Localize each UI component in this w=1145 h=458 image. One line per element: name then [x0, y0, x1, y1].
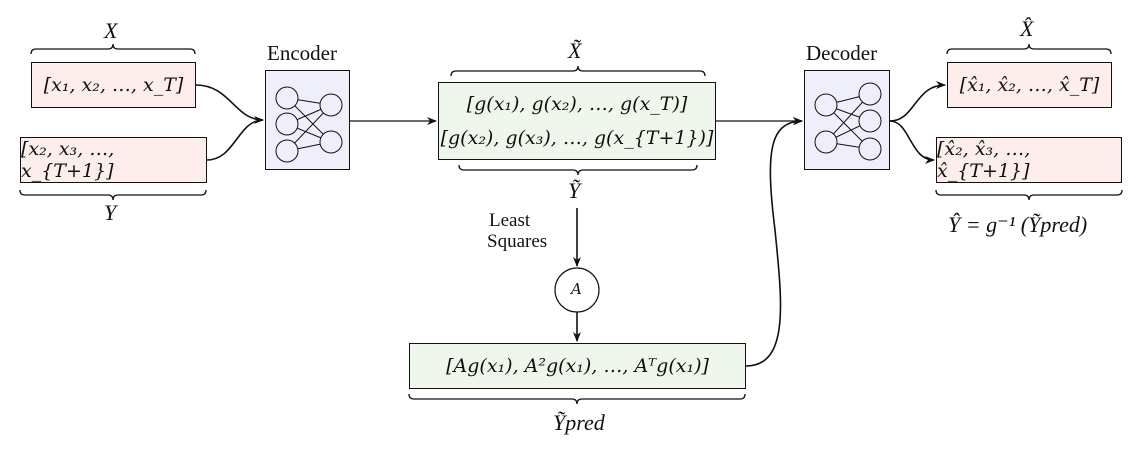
edge-decoder-to-xhat	[889, 81, 946, 122]
encoder-box	[265, 70, 350, 170]
brace-label-ytilde: Ỹ	[568, 178, 581, 203]
least-squares-line-2: Squares	[487, 231, 548, 252]
edge-x-to-encoder	[195, 84, 264, 124]
output-xhat-box: [x̂₁, x̂₂, …, x̂_T]	[947, 62, 1112, 108]
brace-ypred	[408, 393, 746, 405]
latent-line-2: [g(x₂), g(x₃), …, g(x_{T+1})]	[440, 127, 714, 149]
least-squares-line-1: Least	[489, 210, 531, 231]
neural-network-icon	[275, 86, 343, 163]
prediction-box: [Ag(x₁), A²g(x₁), …, Aᵀg(x₁)]	[409, 343, 746, 389]
operator-a-label: A	[571, 280, 582, 298]
output-yhat-box: [x̂₂, x̂₃, …, x̂_{T+1}]	[936, 137, 1122, 183]
operator-a-node	[554, 267, 600, 313]
neural-network-icon	[814, 82, 882, 161]
latent-box: [g(x₁), g(x₂), …, g(x_T)] [g(x₂), g(x₃),…	[438, 82, 716, 160]
encoder-title: Encoder	[267, 41, 337, 65]
brace-label-ypred: Ỹpred	[553, 410, 605, 435]
brace-label-xtilde: X̃	[568, 38, 582, 63]
least-squares-label: Least Squares	[487, 210, 547, 252]
brace-label-xhat: X̂	[1020, 16, 1034, 41]
input-y-text: [x₂, x₃, …, x_{T+1}]	[21, 138, 115, 182]
decoder-title: Decoder	[806, 41, 878, 65]
input-y-box: [x₂, x₃, …, x_{T+1}]	[20, 137, 207, 183]
brace-xtilde	[450, 65, 706, 77]
brace-label-x: X	[104, 18, 118, 43]
output-yhat-text: [x̂₂, x̂₃, …, x̂_{T+1}]	[937, 138, 1031, 182]
edge-y-to-encoder	[206, 119, 264, 161]
input-x-text: [x₁, x₂, …, x_T]	[43, 74, 184, 96]
brace-xhat	[946, 43, 1112, 55]
brace-label-yhat: Ŷ = g⁻¹ (Ỹpred)	[948, 212, 1088, 237]
brace-y	[19, 189, 207, 201]
brace-x	[30, 43, 196, 55]
output-xhat-text: [x̂₁, x̂₂, …, x̂_T]	[959, 74, 1100, 96]
input-x-box: [x₁, x₂, …, x_T]	[31, 62, 196, 108]
latent-line-1: [g(x₁), g(x₂), …, g(x_T)]	[466, 93, 688, 115]
brace-yhat	[935, 189, 1123, 201]
brace-label-y: Y	[104, 200, 117, 225]
decoder-box	[804, 70, 890, 170]
edge-pred-to-decoder	[745, 117, 803, 367]
edge-decoder-to-yhat	[889, 120, 935, 164]
brace-ytilde	[458, 164, 698, 176]
prediction-text: [Ag(x₁), A²g(x₁), …, Aᵀg(x₁)]	[446, 355, 709, 377]
